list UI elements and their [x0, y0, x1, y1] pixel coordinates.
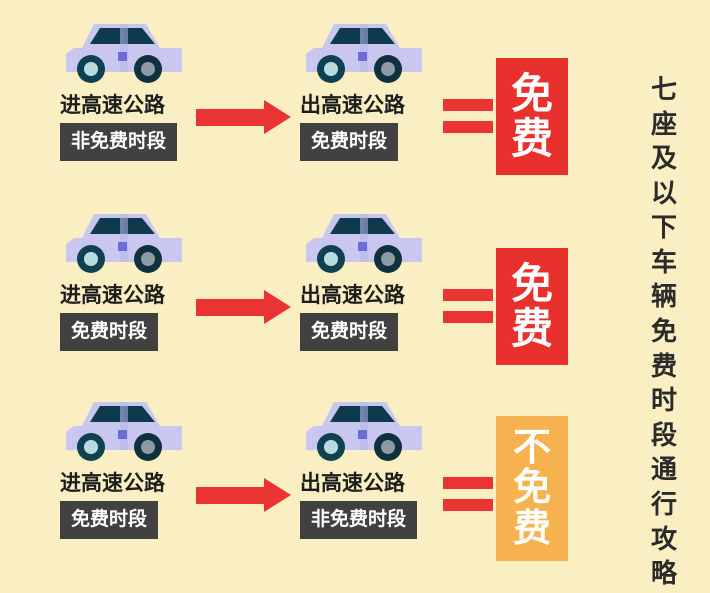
- exit-highway-stage: 出高速公路 免费时段: [288, 204, 468, 351]
- arrow-right-icon: [196, 100, 292, 134]
- headline-char: 辆: [650, 281, 677, 312]
- equals-sign-icon: [443, 99, 493, 135]
- headline-char: 座: [650, 108, 677, 139]
- headline-char: 攻: [650, 523, 677, 554]
- scenario-row: 进高速公路 非免费时段: [0, 14, 618, 204]
- equals-sign-icon: [443, 289, 493, 325]
- headline-char: 七: [650, 74, 677, 104]
- result-char: 免: [512, 467, 551, 510]
- scenario-row: 进高速公路 免费时段: [0, 392, 618, 582]
- result-char: 费: [510, 304, 553, 352]
- equals-bar-bottom: [443, 499, 493, 511]
- scenario-row: 进高速公路 免费时段: [0, 204, 618, 394]
- arrow-head: [264, 290, 291, 324]
- road-label: 出高速公路: [300, 472, 405, 495]
- period-badge: 免费时段: [60, 501, 159, 539]
- equals-sign-icon: [443, 477, 493, 513]
- result-char: 费: [512, 507, 551, 550]
- result-char: 免: [510, 69, 553, 117]
- headline-char: 及: [650, 143, 677, 174]
- equals-bar-top: [443, 289, 493, 301]
- exit-highway-stage: 出高速公路 免费时段: [288, 14, 468, 161]
- arrow-shaft: [196, 299, 268, 316]
- car-icon: [300, 204, 428, 279]
- arrow-head: [264, 100, 291, 134]
- page-title: 七 座 及 以 下 车 辆 免 费 时 段 通 行 攻 略: [644, 72, 684, 591]
- result-badge-not-free: 不 免 费: [496, 416, 568, 561]
- headline-char: 段: [650, 419, 677, 450]
- enter-highway-stage: 进高速公路 免费时段: [48, 204, 228, 351]
- headline-char: 免: [650, 316, 677, 347]
- headline-char: 费: [650, 350, 677, 381]
- headline-char: 下: [650, 212, 677, 243]
- headline-char: 以: [650, 177, 677, 208]
- period-badge: 非免费时段: [300, 501, 418, 539]
- road-label: 进高速公路: [60, 472, 165, 495]
- headline-char: 车: [650, 246, 677, 277]
- car-icon: [300, 14, 428, 89]
- period-badge: 非免费时段: [60, 123, 178, 161]
- period-badge: 免费时段: [300, 313, 399, 351]
- equals-bar-top: [443, 99, 493, 111]
- period-badge: 免费时段: [300, 123, 399, 161]
- result-badge-free: 免 费: [496, 58, 568, 175]
- result-char: 免: [510, 259, 553, 307]
- road-label: 进高速公路: [60, 94, 165, 117]
- result-char: 费: [510, 114, 553, 162]
- result-char: 不: [512, 427, 551, 470]
- equals-bar-top: [443, 477, 493, 489]
- arrow-right-icon: [196, 290, 292, 324]
- car-icon: [60, 392, 188, 467]
- arrow-shaft: [196, 487, 268, 504]
- period-badge: 免费时段: [60, 313, 159, 351]
- enter-highway-stage: 进高速公路 非免费时段: [48, 14, 228, 161]
- headline-char: 行: [650, 488, 677, 519]
- enter-highway-stage: 进高速公路 免费时段: [48, 392, 228, 539]
- road-label: 进高速公路: [60, 284, 165, 307]
- arrow-head: [264, 478, 291, 512]
- equals-bar-bottom: [443, 311, 493, 323]
- car-icon: [300, 392, 428, 467]
- arrow-right-icon: [196, 478, 292, 512]
- exit-highway-stage: 出高速公路 非免费时段: [288, 392, 468, 539]
- car-icon: [60, 14, 188, 89]
- road-label: 出高速公路: [300, 94, 405, 117]
- car-icon: [60, 204, 188, 279]
- headline-char: 略: [650, 558, 677, 589]
- headline-char: 时: [650, 385, 677, 416]
- road-label: 出高速公路: [300, 284, 405, 307]
- result-badge-free: 免 费: [496, 248, 568, 365]
- equals-bar-bottom: [443, 121, 493, 133]
- headline-char: 通: [650, 454, 677, 485]
- arrow-shaft: [196, 109, 268, 126]
